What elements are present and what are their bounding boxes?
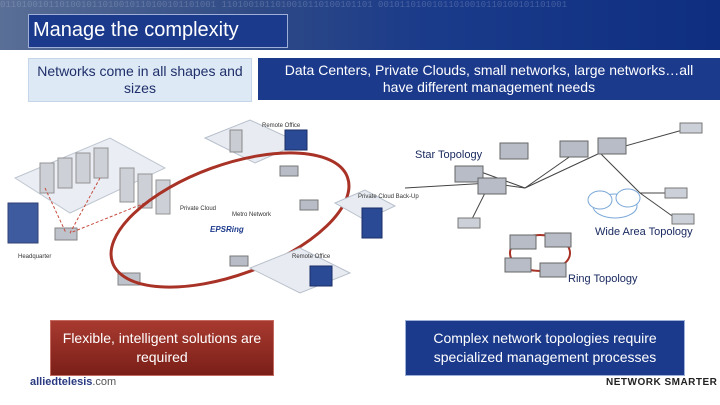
ring-switch-3 xyxy=(229,255,249,267)
label-metro-network: Metro Network xyxy=(232,212,272,218)
callout-right: Data Centers, Private Clouds, small netw… xyxy=(258,58,720,100)
binary-pattern: 0110100101101001011010010110100101101001… xyxy=(0,0,568,10)
wan-cloud-icon xyxy=(587,188,641,219)
callout-left: Networks come in all shapes and sizes xyxy=(28,58,252,102)
network-smarter-tagline: NETWORK SMARTER xyxy=(606,377,718,388)
metro-ring xyxy=(109,151,351,289)
label-private-cloud-backup: Private Cloud Back-Up xyxy=(358,194,419,200)
remote-office-bottom xyxy=(248,247,352,294)
label-remote-office-top: Remote Office xyxy=(262,123,301,129)
network-diagram-svg xyxy=(7,119,703,294)
datacenter-cluster xyxy=(7,137,171,286)
label-star-topology: Star Topology xyxy=(415,149,483,161)
alliedtelesis-logo: alliedtelesis.com xyxy=(30,376,116,388)
bottom-right-callout: Complex network topologies require speci… xyxy=(405,320,685,376)
slide-title: Manage the complexity xyxy=(33,19,239,41)
private-cloud-backup xyxy=(333,189,397,239)
label-ring-topology: Ring Topology xyxy=(568,273,638,285)
star-topology xyxy=(404,122,703,229)
ring-switch-2 xyxy=(299,199,319,211)
label-headquarter: Headquarter xyxy=(18,254,52,260)
label-private-cloud: Private Cloud xyxy=(180,206,217,212)
label-remote-office-bottom: Remote Office xyxy=(292,254,331,260)
network-diagram: Remote Office Private Cloud Metro Networ… xyxy=(0,108,720,320)
label-wan-topology: Wide Area Topology xyxy=(595,226,693,238)
bottom-left-callout: Flexible, intelligent solutions are requ… xyxy=(50,320,274,376)
logo-main: alliedtelesis xyxy=(30,376,93,388)
title-box: Manage the complexity xyxy=(28,14,288,48)
label-epsring: EPSRing xyxy=(210,225,244,234)
ring-topology xyxy=(504,232,572,278)
logo-tail: .com xyxy=(92,376,117,388)
ring-switch-1 xyxy=(279,165,299,177)
